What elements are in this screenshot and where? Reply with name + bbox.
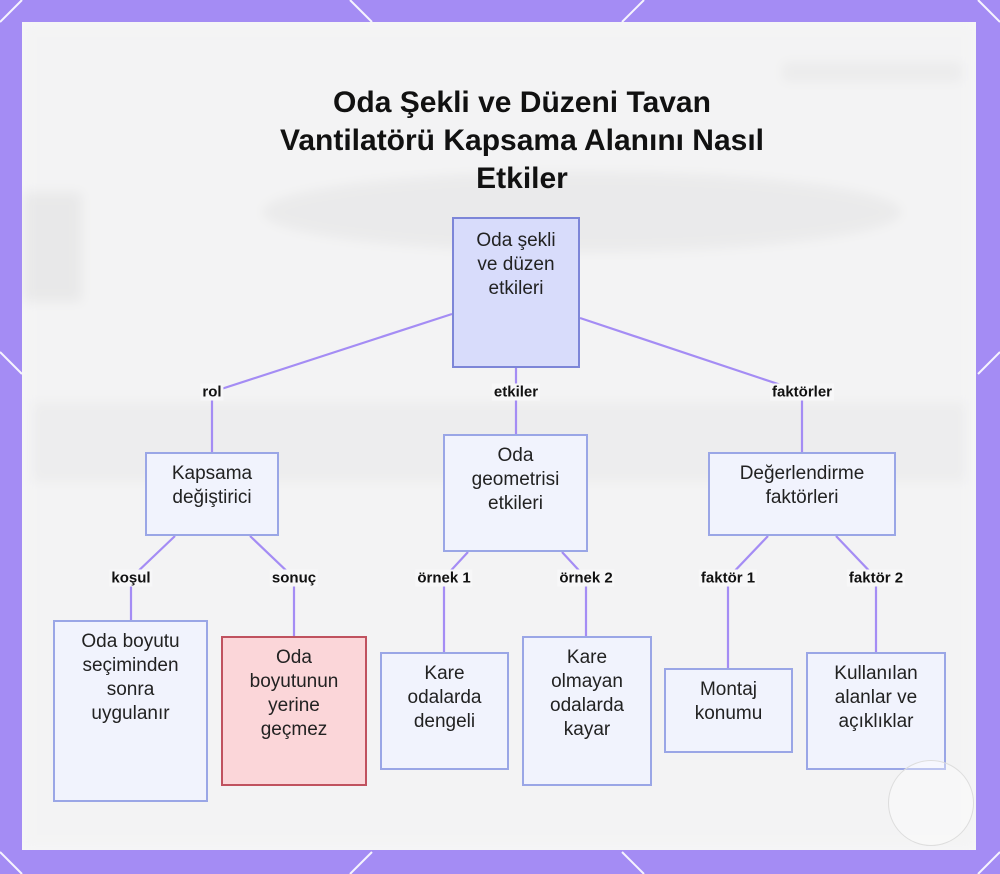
node-root-line-1: Oda şekli <box>476 230 556 251</box>
node-ornek-2: Kare olmayan odalarda kayar <box>522 636 652 786</box>
node-faktor2-line-2: alanlar ve <box>834 687 918 708</box>
node-geometri-line-3: etkileri <box>488 493 543 514</box>
edge-geometri-ornek2 <box>561 551 588 636</box>
node-faktor2-line-3: açıklıklar <box>838 711 914 732</box>
node-kosul-line-3: sonra <box>106 679 155 700</box>
node-faktor1-line-2: konumu <box>694 703 763 724</box>
node-kapsama-line-2: değiştirici <box>172 487 252 508</box>
title-line-3: Etkiler <box>476 162 568 195</box>
edge-root-degerlendirme <box>579 316 804 452</box>
edge-label-etkiler: etkiler <box>491 383 541 401</box>
edge-label-sonuc: sonuç <box>269 569 319 587</box>
edge-degerlendirme-faktor1 <box>726 535 769 668</box>
node-kapsama-line-1: Kapsama <box>171 463 253 484</box>
edge-label-faktor-1: faktör 1 <box>698 569 758 587</box>
watermark-seal <box>888 760 974 846</box>
node-kapsama-degistirici: Kapsama değiştirici <box>145 452 279 536</box>
node-faktor-1: Montaj konumu <box>664 668 793 753</box>
node-root-line-2: ve düzen <box>477 254 555 275</box>
node-faktor-2: Kullanılan alanlar ve açıklıklar <box>806 652 946 770</box>
edge-label-ornek-2: örnek 2 <box>557 569 615 587</box>
node-degerlendirme-line-1: Değerlendirme <box>739 463 865 484</box>
node-kosul-line-1: Oda boyutu <box>81 631 180 652</box>
node-ornek1-line-2: odalarda <box>407 687 482 708</box>
diagram-title: Oda Şekli ve Düzeni Tavan Vantilatörü Ka… <box>222 84 822 198</box>
node-root-line-3: etkileri <box>488 278 544 299</box>
title-line-1: Oda Şekli ve Düzeni Tavan <box>333 86 711 119</box>
edge-label-ornek-1: örnek 1 <box>415 569 473 587</box>
node-ornek1-line-3: dengeli <box>413 711 476 732</box>
node-ornek2-line-3: odalarda <box>550 695 624 716</box>
node-geometri-line-2: geometrisi <box>471 469 560 490</box>
node-ornek2-line-1: Kare <box>566 647 608 668</box>
edge-root-kapsama <box>210 312 453 452</box>
edge-geometri-ornek1 <box>442 551 469 652</box>
edge-degerlendirme-faktor2 <box>835 535 878 652</box>
edge-label-faktor-2: faktör 2 <box>846 569 906 587</box>
node-sonuc-line-3: yerine <box>268 695 320 716</box>
node-ornek1-line-1: Kare <box>424 663 465 684</box>
node-kosul: Oda boyutu seçiminden sonra uygulanır <box>53 620 208 802</box>
node-root: Oda şekli ve düzen etkileri <box>452 217 580 368</box>
node-sonuc: Oda boyutunun yerine geçmez <box>221 636 367 786</box>
node-sonuc-line-2: boyutunun <box>249 671 339 692</box>
node-kosul-line-4: uygulanır <box>91 703 170 724</box>
node-faktor1-line-1: Montaj <box>699 679 757 700</box>
node-oda-geometrisi: Oda geometrisi etkileri <box>443 434 588 552</box>
node-ornek-1: Kare odalarda dengeli <box>380 652 509 770</box>
node-kosul-line-2: seçiminden <box>82 655 179 676</box>
node-degerlendirme-line-2: faktörleri <box>765 487 839 508</box>
node-faktor2-line-1: Kullanılan <box>834 663 918 684</box>
edge-label-faktorler: faktörler <box>769 383 835 401</box>
node-geometri-line-1: Oda <box>497 445 534 466</box>
edge-label-rol: rol <box>200 383 224 401</box>
edge-label-kosul: koşul <box>109 569 153 587</box>
node-ornek2-line-2: olmayan <box>551 671 623 692</box>
title-line-2: Vantilatörü Kapsama Alanını Nasıl <box>279 124 765 157</box>
node-ornek2-line-4: kayar <box>563 719 611 740</box>
node-sonuc-line-4: geçmez <box>260 719 328 740</box>
node-degerlendirme-faktorleri: Değerlendirme faktörleri <box>708 452 896 536</box>
node-sonuc-line-1: Oda <box>276 647 312 668</box>
